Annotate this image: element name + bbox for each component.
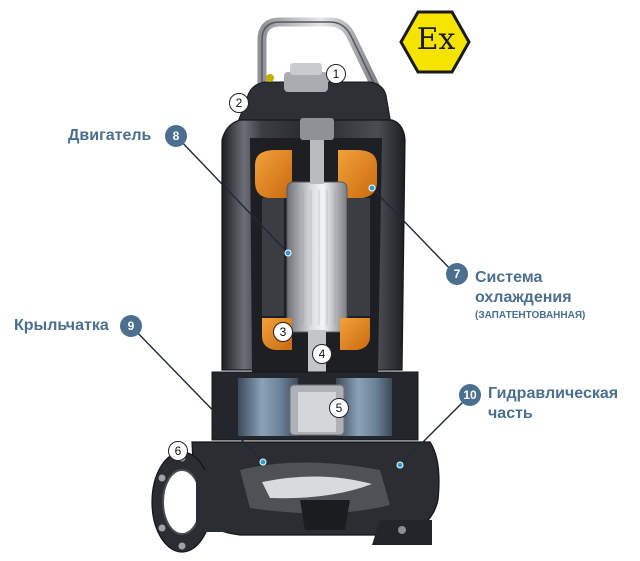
label-impeller: Крыльчатка — [14, 317, 109, 334]
callout-10: 10 — [459, 384, 481, 406]
label-motor: Двигатель — [68, 127, 152, 144]
label-cooling-note: (ЗАПАТЕНТОВАННАЯ) — [475, 310, 586, 321]
callout-7: 7 — [446, 263, 468, 285]
label-hydraulic-line2: часть — [488, 405, 533, 422]
callout-1: 1 — [326, 64, 346, 84]
label-cooling-line1: Система — [475, 269, 543, 286]
callout-6: 6 — [168, 441, 188, 461]
callout-3: 3 — [273, 322, 293, 342]
label-hydraulic-line1: Гидравлическая — [488, 385, 619, 402]
callout-2: 2 — [229, 93, 249, 113]
callout-5: 5 — [329, 398, 349, 418]
callout-9: 9 — [120, 315, 142, 337]
ex-mark-text: Ex — [416, 22, 456, 57]
callout-8: 8 — [165, 125, 187, 147]
callout-4: 4 — [312, 344, 332, 364]
ex-hexagon — [399, 10, 471, 74]
label-cooling-line2: охлаждения — [475, 289, 572, 306]
